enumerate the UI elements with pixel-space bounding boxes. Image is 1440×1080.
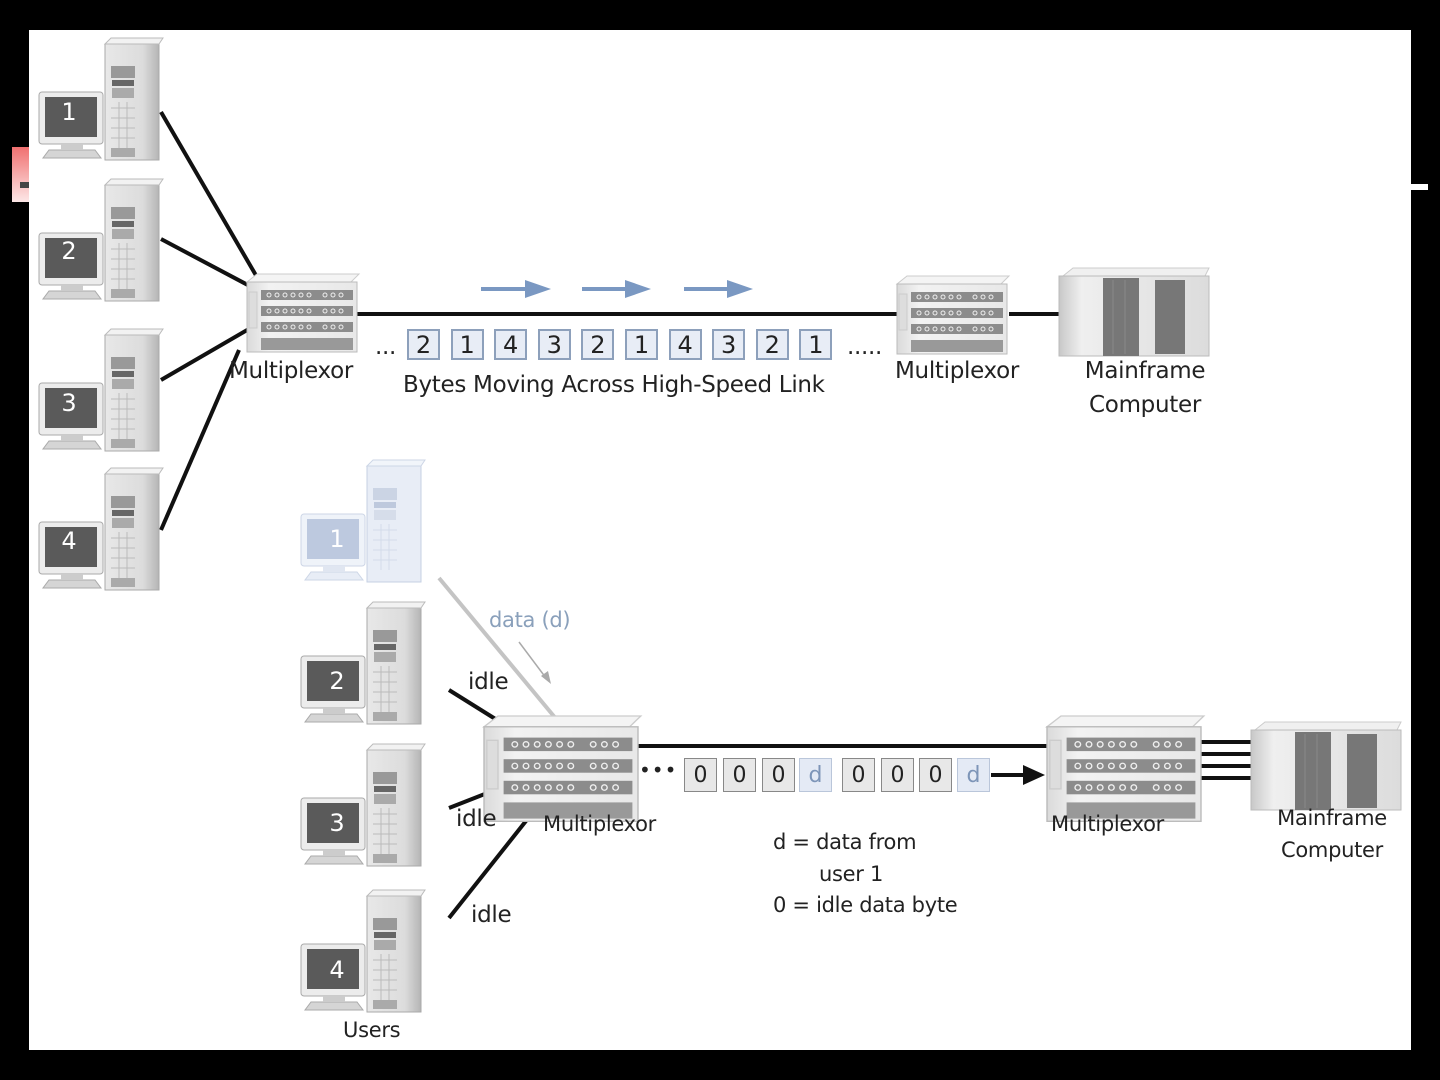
slide-accent-tab (12, 147, 30, 202)
bottom-right-multiplexor-icon (1046, 715, 1205, 822)
top-left-multiplexor-icon (246, 273, 360, 353)
idle-byte-box: 0 (919, 758, 952, 792)
bottom-mainframe-icon (1250, 721, 1402, 811)
byte-box: 2 (407, 329, 440, 360)
users-caption: Users (343, 1018, 401, 1042)
top-user2-computer-icon (38, 178, 164, 302)
diagram-graphics: 1 2 3 4 (38, 37, 1402, 1013)
diagram-canvas: 1 2 3 4 (29, 30, 1411, 1050)
top-mainframe-label-line1: Mainframe (1084, 358, 1206, 384)
idle-byte-box: 0 (762, 758, 795, 792)
top-user4-computer-icon (38, 467, 164, 591)
bottom-user4-number: 4 (329, 956, 344, 984)
idle-label-user4: idle (471, 902, 512, 928)
byte-box: 2 (755, 329, 789, 360)
top-right-multiplexor-label: Multiplexor (895, 358, 1020, 384)
top-mainframe-icon (1058, 267, 1210, 357)
top-user4-number: 4 (61, 527, 76, 555)
bottom-mainframe-label-line2: Computer (1281, 838, 1383, 862)
byte-box: 1 (450, 329, 484, 360)
bottom-left-multiplexor-label: Multiplexor (543, 812, 657, 836)
byte-box: 1 (799, 329, 833, 360)
top-leading-ellipsis: ... (375, 334, 397, 360)
slide-title-rule-end (1410, 184, 1428, 190)
line-user3-to-mux (159, 320, 263, 382)
bottom-mainframe-label-line1: Mainframe (1277, 806, 1387, 830)
bottom-leading-ellipsis: ••• (639, 758, 678, 782)
data-pointer-arrow-icon (518, 641, 547, 679)
top-user1-computer-icon (38, 37, 164, 161)
top-user1-number: 1 (61, 98, 76, 126)
arrow-head (1023, 765, 1045, 785)
bottom-user2-computer-icon (300, 601, 426, 725)
slide-accent-dash (20, 182, 30, 188)
top-user3-computer-icon (38, 328, 164, 452)
line-user1-to-mux (159, 110, 263, 286)
idle-byte-box: 0 (881, 758, 914, 792)
idle-label-user3: idle (456, 806, 497, 832)
top-trailing-ellipsis: ..... (847, 334, 883, 360)
legend-line3: 0 = idle data byte (773, 893, 958, 917)
mux-to-mainframe-lines (1201, 740, 1251, 780)
top-mainframe-label-line2: Computer (1089, 392, 1201, 418)
line-user1-data-to-mux (437, 576, 559, 722)
top-user2-number: 2 (61, 237, 76, 265)
byte-box: 3 (712, 329, 746, 360)
bottom-user1-computer-icon (300, 459, 426, 583)
bottom-user4-computer-icon (300, 889, 426, 1013)
bottom-left-multiplexor-icon (483, 715, 642, 822)
top-user3-number: 3 (61, 389, 76, 417)
top-connection-lines (159, 110, 1059, 531)
bottom-user1-number: 1 (329, 525, 344, 553)
byte-box: 4 (494, 329, 528, 360)
top-direction-arrows (481, 280, 753, 298)
data-byte-box: d (957, 758, 990, 792)
data-label: data (d) (489, 608, 571, 632)
line-user2-to-mux (160, 237, 262, 294)
top-right-multiplexor-icon (896, 275, 1010, 355)
link-caption: Bytes Moving Across High-Speed Link (403, 372, 825, 398)
byte-box: 1 (625, 329, 658, 360)
bottom-user3-computer-icon (300, 743, 426, 867)
legend-line1: d = data from (773, 830, 917, 854)
bottom-right-multiplexor-label: Multiplexor (1051, 812, 1165, 836)
idle-byte-box: 0 (684, 758, 717, 792)
line-user4-to-mux (159, 349, 241, 531)
byte-box: 4 (668, 329, 702, 360)
byte-box: 2 (581, 329, 615, 360)
top-left-multiplexor-label: Multiplexor (229, 358, 354, 384)
byte-box: 3 (537, 329, 571, 360)
idle-byte-box: 0 (842, 758, 875, 792)
bottom-user3-number: 3 (329, 809, 344, 837)
line-user2-idle-to-mux (447, 688, 499, 722)
data-byte-box: d (799, 758, 832, 792)
legend-line2: user 1 (819, 862, 884, 886)
bottom-user2-number: 2 (329, 667, 344, 695)
idle-byte-box: 0 (723, 758, 756, 792)
idle-label-user2: idle (468, 669, 509, 695)
